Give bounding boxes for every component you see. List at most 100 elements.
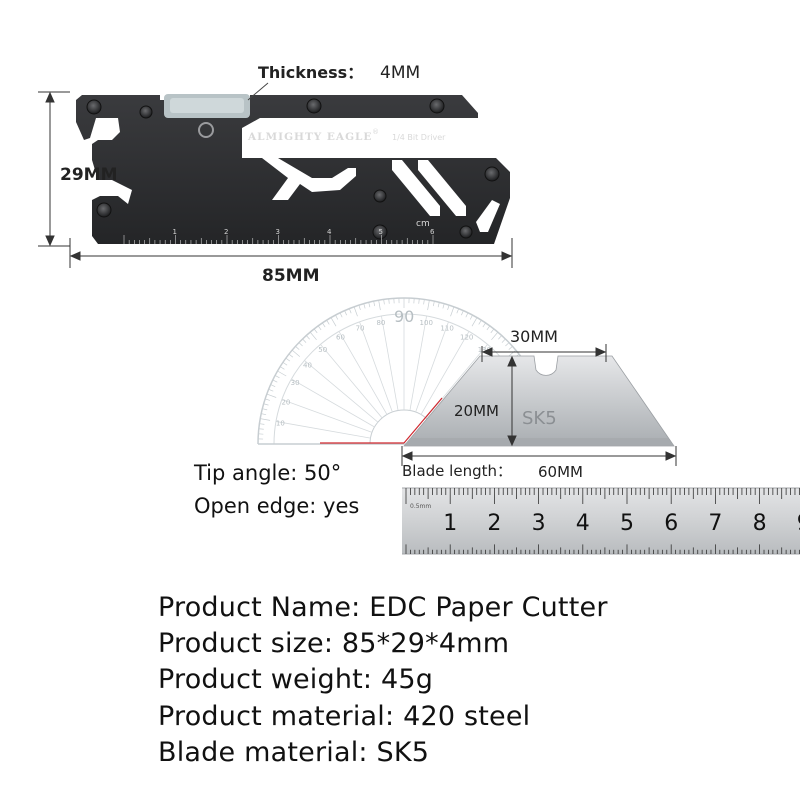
protractor-tick xyxy=(353,306,358,317)
tool-tip-cutout xyxy=(476,200,500,232)
protractor-tick xyxy=(498,335,502,340)
protractor-tick xyxy=(270,384,276,387)
tip-angle-text: Tip angle: 50° xyxy=(193,461,341,485)
protractor-tick xyxy=(317,325,322,331)
protractor-tick xyxy=(348,308,352,314)
protractor-tick xyxy=(259,423,265,425)
protractor-tick xyxy=(482,322,486,328)
protractor-mark: 80 xyxy=(376,319,385,327)
protractor-tick xyxy=(437,302,440,308)
protractor-tick xyxy=(309,331,317,341)
tip-angle-lines xyxy=(320,397,443,444)
protractor-tick xyxy=(378,300,381,311)
protractor-tick xyxy=(388,298,390,304)
protractor-ray xyxy=(381,315,399,411)
protractor-tick xyxy=(322,322,326,328)
blade-length-value: 60MM xyxy=(538,463,583,481)
protractor-mark: 120 xyxy=(460,334,473,342)
blade-width-dimension xyxy=(481,344,607,362)
protractor-tick xyxy=(383,299,385,305)
steel-ruler-number: 6 xyxy=(664,511,678,536)
protractor-tick xyxy=(456,308,460,314)
protractor-ray xyxy=(291,378,375,428)
steel-ruler-number: 7 xyxy=(708,511,722,536)
spec-line: Product weight: 45g xyxy=(158,664,434,695)
protractor-tick xyxy=(279,366,285,370)
steel-ruler-number: 2 xyxy=(487,511,501,536)
protractor-tick xyxy=(418,298,420,304)
blade-width-label: 30MM xyxy=(510,327,558,346)
steel-ruler-number: 9 xyxy=(797,511,800,536)
blade-height-dimension xyxy=(507,355,517,447)
protractor-tick xyxy=(461,310,464,316)
tool-ruler-number: 4 xyxy=(327,228,332,236)
tool-screws xyxy=(86,98,500,240)
protractor-tick xyxy=(330,317,337,327)
protractor-tick xyxy=(288,353,294,358)
protractor-tick xyxy=(272,379,278,383)
protractor-mark: 20 xyxy=(281,399,290,407)
protractor-ray xyxy=(304,360,379,423)
height-dimension xyxy=(38,91,70,247)
tool-unit-label: cm xyxy=(416,219,430,229)
protractor-tick xyxy=(442,303,445,309)
blade-length-label: Blade length： xyxy=(402,462,512,480)
protractor-top-mark: 90 xyxy=(394,307,414,326)
protractor-mark: 60 xyxy=(336,334,345,342)
protractor-mark: 70 xyxy=(356,324,365,332)
protractor-tick xyxy=(262,408,268,411)
protractor-tick xyxy=(335,314,339,320)
protractor-ray xyxy=(338,331,388,415)
spec-line: Product Name: EDC Paper Cutter xyxy=(158,592,608,623)
protractor-tick xyxy=(507,349,517,357)
steel-ruler-body xyxy=(402,488,800,554)
tool-ruler-number: 3 xyxy=(276,228,280,236)
protractor-tick xyxy=(344,310,347,316)
protractor-mark: 130 xyxy=(478,346,491,354)
protractor-tick xyxy=(471,317,478,327)
protractor-tick xyxy=(285,357,291,362)
protractor-tick xyxy=(277,370,287,377)
protractor-ray xyxy=(409,315,427,411)
protractor-mark: 30 xyxy=(291,379,300,387)
protractor-tick xyxy=(261,413,267,416)
tool-slot-cutout-1 xyxy=(392,160,440,216)
protractor-mark: 40 xyxy=(303,361,312,369)
tool-brand-text: ALMIGHTY EAGLE xyxy=(247,131,372,143)
protractor-ray xyxy=(415,321,449,413)
protractor-tick xyxy=(491,331,499,341)
open-edge-text: Open edge: yes xyxy=(194,494,359,518)
tool-ruler-number: 5 xyxy=(379,228,383,236)
protractor-tick xyxy=(263,403,269,406)
protractor-tick xyxy=(326,319,330,325)
tool-ruler-number: 2 xyxy=(224,228,228,236)
thickness-value: 4MM xyxy=(380,63,420,83)
protractor-mark: 110 xyxy=(440,324,453,332)
protractor-mark: 50 xyxy=(318,346,327,354)
protractor-tick xyxy=(295,346,300,350)
protractor-mark: 100 xyxy=(420,319,433,327)
protractor-tick xyxy=(427,300,430,311)
protractor-ray xyxy=(281,399,373,433)
protractor-tick xyxy=(282,362,288,366)
protractor-tick xyxy=(298,342,303,347)
blade-length-dimension xyxy=(401,446,677,466)
steel-ruler-number: 1 xyxy=(443,511,457,536)
tool-bit-label: 1/4 Bit Driver xyxy=(392,133,446,142)
protractor-tick xyxy=(260,418,271,421)
protractor-tick xyxy=(490,328,495,334)
spec-line: Product material: 420 steel xyxy=(158,701,531,732)
height-label: 29MM xyxy=(60,165,118,185)
tool-brand-mark: ® xyxy=(372,128,379,136)
protractor-tick xyxy=(432,301,435,307)
steel-ruler-small-mark: 0.5mm xyxy=(410,503,431,510)
steel-ruler-number: 4 xyxy=(576,511,590,536)
protractor-tick xyxy=(313,328,318,334)
protractor-tick xyxy=(302,338,307,343)
tool-ruler-number: 6 xyxy=(430,228,435,236)
thickness-pointer xyxy=(247,82,269,101)
blade-body xyxy=(403,355,675,447)
